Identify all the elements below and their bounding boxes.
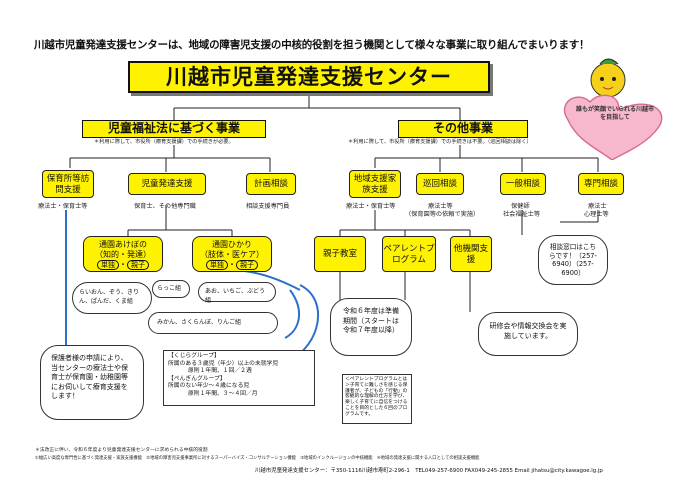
service-family: 地域支援家族支援 [349,170,401,198]
center-akebono-sub: （知的・発達） [95,250,151,259]
hikari-classes3: みかん、さくらんぼ、りんご組 [157,319,242,326]
service-visit-label: 保育所等訪問支援 [46,174,90,195]
program-parent-class: 親子教室 [314,236,366,272]
service-dev: 児童発達支援 [128,173,206,195]
training: 研修会や情報交換会を実施しています。 [489,322,567,340]
category-other: その他事業 [398,120,528,138]
hikari-classes3-cloud: みかん、さくらんぼ、りんご組 [148,312,278,334]
kujira-text2: 原則１年間、１回／２週 [188,368,252,374]
service-plan-label: 計画相談 [253,179,288,189]
center-hikari-title: 通園ひかり [212,240,252,249]
program-parent-program-label: ペアレントプログラム [383,244,435,265]
kujira-title: 【くじらグループ】 [168,353,220,359]
phone: 相談窓口はこちらです！（257-6940）（257-6900） [549,243,597,277]
akebono-parent-pill: 親子 [127,260,149,270]
service-general-label: 一般相談 [505,179,540,189]
akebono-classes-cloud: らいおん、ぞう、きりん、ぱんだ、くま組 [72,282,152,314]
mascot: 誰もが笑顔でいられる川越市を目指して [560,50,670,161]
footnote-2: ①幅広い高度な専門性に基づく発達支援・家族支援機能 ②地域の障害児支援事業所に対… [35,456,480,461]
service-tour: 巡回相談 [416,173,464,195]
visit-desc-cloud: 保護者様の申請により、当センターの療法士や保育士が保育園・幼稚園等にお伺いして療… [40,345,144,420]
footer-contact: 川越市児童発達支援センター：〒350-1116川越市寿町2-296-1 TEL0… [255,468,603,474]
category-welfare: 児童福祉法に基づく事業 [82,120,266,138]
program-agency-label: 他機関支援 [453,244,488,265]
service-dev-staff: 保育士、その他専門職 [134,203,196,210]
hikari-single-pill: 単独 [206,260,228,270]
center-hikari: 通園ひかり （肢体・医ケア） 単独・親子 [192,236,272,272]
program-parent-class-label: 親子教室 [322,249,357,259]
center-akebono-title: 通園あけぼの [99,240,147,249]
service-expert-staff: 療法士 [588,203,607,210]
training-cloud: 研修会や情報交換会を実施しています。 [478,312,578,356]
service-expert-staff2: 心理士等 [584,211,609,218]
service-family-label: 地域支援家族支援 [353,174,397,195]
hikari-parent-pill: 親子 [236,260,258,270]
service-general: 一般相談 [500,173,546,195]
program-agency: 他機関支援 [450,236,492,272]
akebono-rakko: らっこ組 [157,285,182,292]
category-welfare-note: ＊利用に際して、市役所（療育支援課）での手続きが必要。 [94,139,234,145]
hikari-classes: あお、いちご、ぶどう組 [205,288,266,304]
service-expert-label: 専門相談 [583,179,618,189]
penguin-text1: 所属のない年少～４歳になる児 [168,383,250,389]
service-visit-staff: 療法士・保育士等 [38,203,88,210]
service-general-staff2: 社会福祉士等 [503,211,541,218]
service-expert: 専門相談 [578,173,624,195]
visit-desc: 保護者様の申請により、当センターの療法士や保育士が保育園・幼稚園等にお伺いして療… [51,354,128,400]
schedule-cloud: 令和６年度は準備期間（スタートは令和７年度以降） [330,298,412,356]
akebono-rakko-cloud: らっこ組 [152,280,190,298]
groups-panel: 【くじらグループ】 所属のある３歳児（年少）以上の未就学児 原則１年間、１回／２… [163,350,315,406]
penguin-text2: 原則１年間、３～４回／月 [188,390,258,397]
akebono-classes: らいおん、ぞう、きりん、ぱんだ、くま組 [79,289,140,305]
service-tour-staff2: （保育園等の依頼で実施） [405,211,480,218]
schedule: 令和６年度は準備期間（スタートは令和７年度以降） [343,307,399,334]
service-visit: 保育所等訪問支援 [42,170,94,198]
service-tour-label: 巡回相談 [422,179,457,189]
service-dev-label: 児童発達支援 [141,179,193,189]
penguin-title: 【ぺんぎんグループ】 [168,375,226,382]
phone-cloud: 相談窓口はこちらです！（257-6940）（257-6900） [538,235,608,285]
service-plan-staff: 相談支援専門員 [246,203,290,210]
hikari-classes-cloud: あお、いちご、ぶどう組 [198,282,276,304]
kujira-text1: 所属のある３歳児（年少）以上の未就学児 [168,360,279,367]
program-parent-program: ペアレントプログラム [382,236,436,272]
mascot-heart-text: 誰もが笑顔でいられる川越市を目指して [576,106,655,121]
service-general-staff: 保健師 [511,203,530,210]
footnote-1: ＊法改正に伴い、令和６年度より児童発達支援センターに求められる中核的役割 [35,448,208,453]
service-plan: 計画相談 [246,173,296,195]
akebono-single-pill: 単独 [97,260,119,270]
mascot-heart-icon [563,58,663,161]
center-hikari-sub: （肢体・医ケア） [200,250,264,259]
category-other-note: ＊利用に際して、市役所（療育支援課）での手続きは不要。（巡回相談は除く） [348,139,532,145]
center-title: 川越市児童発達支援センター [128,61,490,93]
service-tour-staff: 療法士等 [428,203,453,210]
page-headline: 川越市児童発達支援センターは、地域の障害児支援の中核的役割を担う機関として様々な… [34,39,590,51]
center-akebono: 通園あけぼの （知的・発達） 単独・親子 [83,236,163,272]
parent-program-note-panel: ＜ペアレントプログラムとは＞子育てに難しさを感じる保護者が、子どもの「行動」の客… [342,374,412,424]
parent-program-note: ＜ペアレントプログラムとは＞子育てに難しさを感じる保護者が、子どもの「行動」の客… [345,377,408,417]
service-family-staff: 療法士・保育士等 [346,203,396,210]
